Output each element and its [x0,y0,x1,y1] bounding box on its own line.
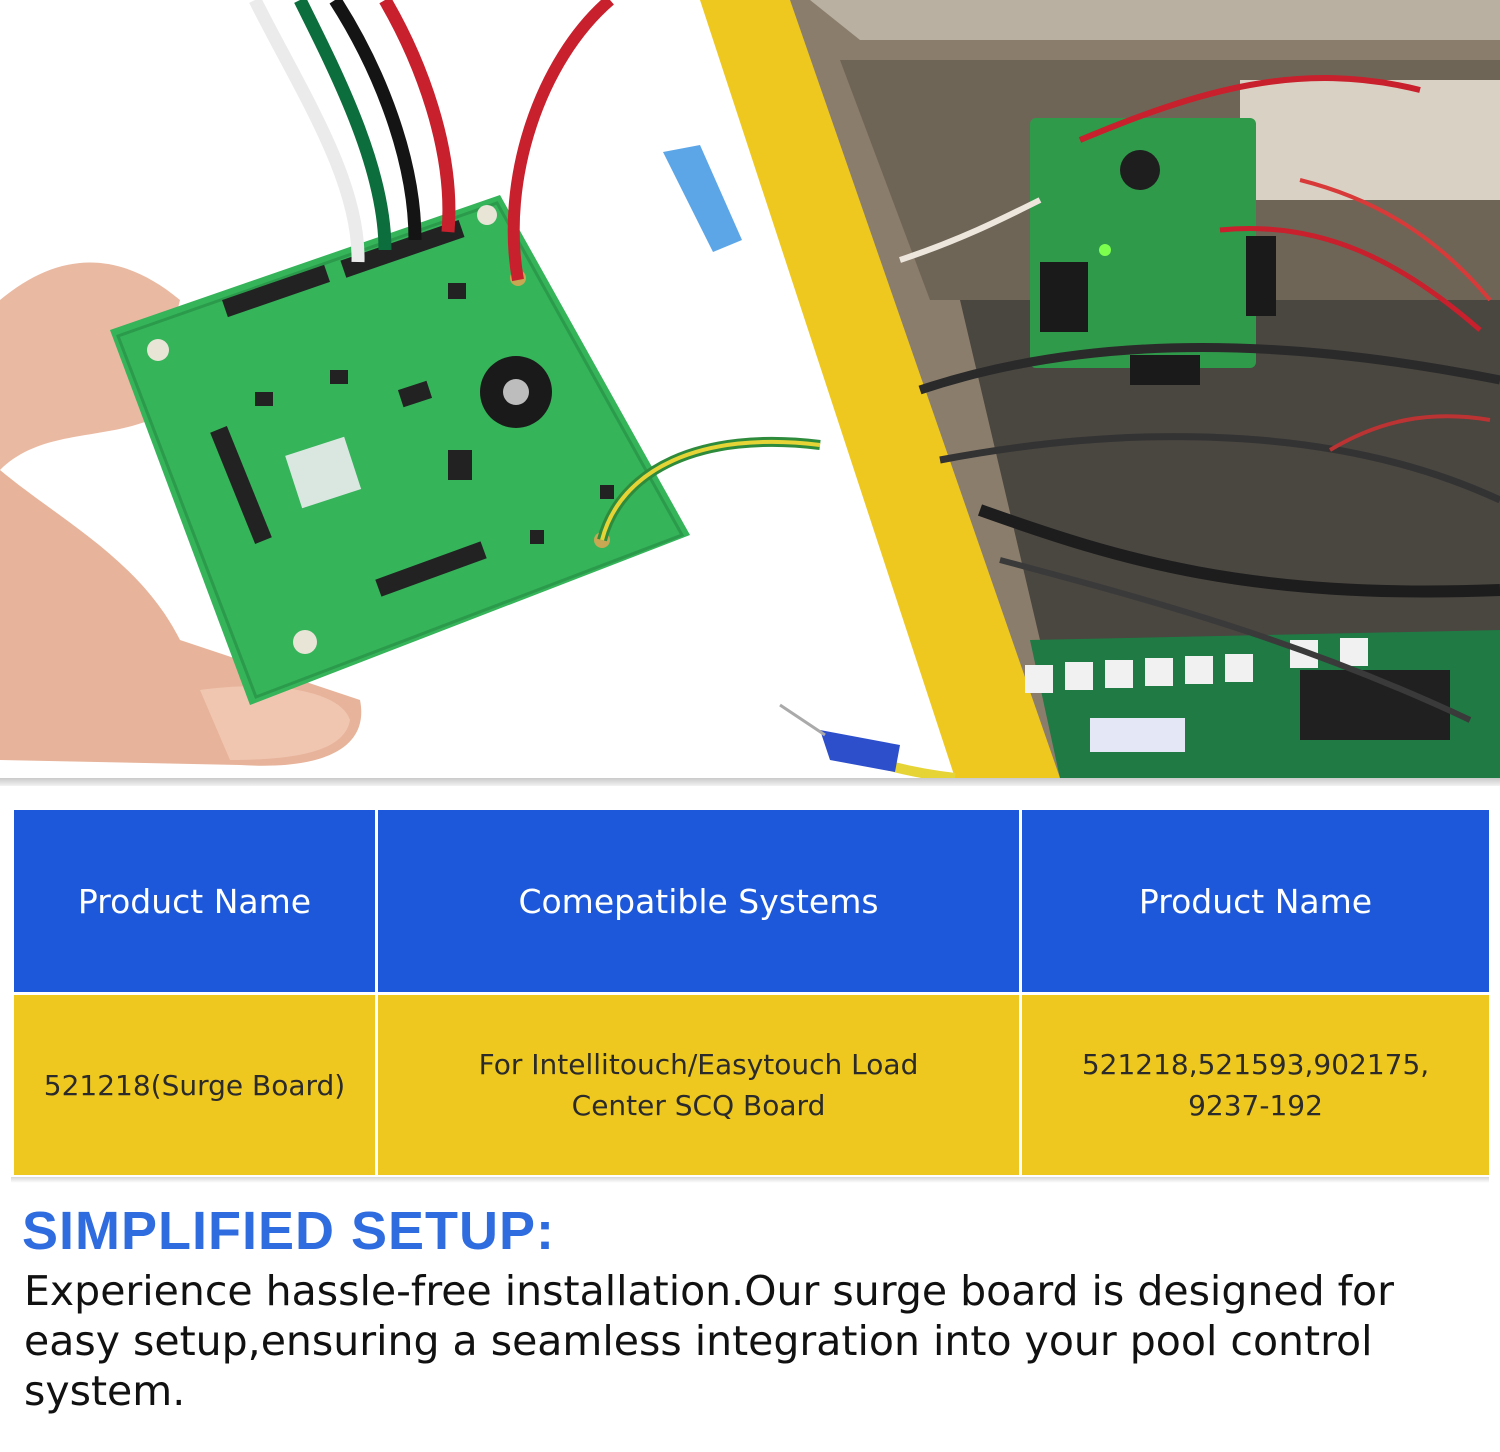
specification-table: Product Name Comepatible Systems Product… [11,807,1492,1178]
cell-product-name: 521218(Surge Board) [11,992,378,1178]
surge-board-in-hand-photo [0,0,956,778]
header-jp3 [210,425,272,545]
blue-crimp-connector-top [663,145,742,252]
feature-title: SIMPLIFIED SETUP: [22,1201,556,1261]
photo-shadow-divider [0,778,1500,786]
table-row: 521218(Surge Board) For Intellitouch/Eas… [11,992,1492,1178]
header-jp2 [222,264,330,318]
product-photo-banner [0,0,1500,778]
table-shadow [11,1177,1489,1183]
header-jp4 [375,541,487,597]
surge-board [110,195,690,705]
table-header-row: Product Name Comepatible Systems Product… [11,807,1492,995]
cell-part-numbers: 521218,521593,902175, 9237-192 [1019,992,1492,1178]
product-photo-svg [0,0,1500,778]
table-header-product-name: Product Name [11,807,378,995]
installation-photo [790,0,1500,778]
blue-crimp-connector-bottom [820,730,900,772]
table-header-product-name-2: Product Name [1019,807,1492,995]
feature-description: Experience hassle-free installation.Our … [24,1267,1394,1415]
cell-compatible-systems: For Intellitouch/Easytouch Load Center S… [375,992,1022,1178]
hand [0,262,180,470]
table-header-compatible-systems: Comepatible Systems [375,807,1022,995]
